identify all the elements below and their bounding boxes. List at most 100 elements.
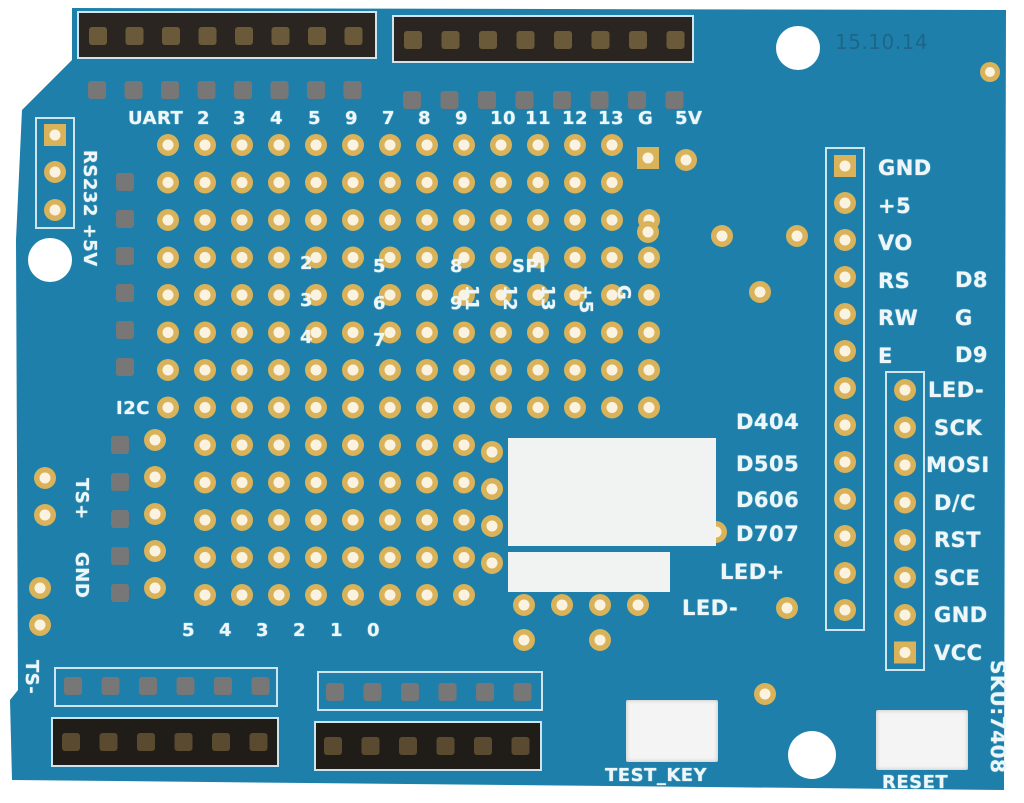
- header-pin: [197, 81, 216, 99]
- ts-minus-label: TS-: [21, 660, 42, 695]
- pad-hole: [236, 402, 248, 413]
- header-pin: [441, 31, 460, 49]
- header-pin: [249, 733, 268, 751]
- header-pin: [111, 436, 129, 454]
- pad-hole: [236, 214, 248, 226]
- pad-hole: [347, 289, 359, 301]
- pad-hole: [899, 384, 911, 396]
- pad-hole: [384, 402, 396, 413]
- header-pin: [307, 81, 325, 99]
- date-code: 15.10.14: [835, 30, 929, 54]
- pad-hole: [384, 289, 396, 301]
- pad-hole: [458, 252, 470, 263]
- lcd-pin-label: GND: [878, 156, 932, 180]
- pad-hole: [421, 139, 433, 151]
- pad-hole: [384, 252, 396, 263]
- header-pin: [162, 27, 180, 45]
- pad-hole: [384, 214, 396, 226]
- pad-hole: [643, 289, 655, 301]
- header-pin: [591, 31, 610, 49]
- pcb-outline: [10, 8, 1006, 790]
- pad-hole: [569, 364, 581, 376]
- pad-hole: [569, 139, 581, 151]
- pad-hole: [839, 419, 851, 431]
- pad-hole: [421, 552, 433, 563]
- sku-label: SKU:7408: [986, 660, 1010, 774]
- header-pin: [628, 91, 646, 109]
- pad-hole: [310, 439, 322, 451]
- spi-pin-label: +5: [575, 285, 596, 314]
- pad-hole: [49, 204, 61, 216]
- header-pin: [515, 91, 534, 109]
- pad-hole: [486, 520, 498, 532]
- pad-hole: [199, 364, 211, 376]
- reset-label: RESET: [882, 772, 949, 793]
- pad-hole: [384, 327, 396, 338]
- header-pin: [474, 737, 492, 755]
- pad-hole: [421, 439, 433, 451]
- pad-hole: [384, 177, 396, 188]
- reset-button[interactable]: [876, 710, 968, 770]
- top-pin-label: 3: [233, 108, 247, 129]
- pad-hole: [421, 402, 433, 413]
- pad-hole: [569, 252, 581, 263]
- header-pin: [554, 31, 572, 49]
- header-pin: [214, 677, 232, 695]
- header-pin: [111, 584, 129, 602]
- pad-hole: [310, 552, 322, 563]
- led-pin-label: D404: [736, 410, 800, 434]
- pad-hole: [236, 589, 248, 601]
- pad-hole: [495, 364, 507, 376]
- pad-hole: [458, 289, 470, 301]
- led-pin-label: LED-: [682, 596, 739, 620]
- pad-hole: [458, 364, 470, 376]
- header-pin: [101, 677, 120, 695]
- nokia-pin-label: RST: [934, 528, 982, 552]
- pad-hole: [495, 289, 507, 301]
- pad-hole: [486, 446, 498, 458]
- pad-hole: [754, 286, 766, 298]
- spi-pin-label: 13: [537, 285, 558, 312]
- header-pin: [513, 683, 532, 701]
- led-pin-label: D505: [736, 452, 800, 476]
- led-footprint-lower: [508, 552, 670, 592]
- top-pin-label: 4: [270, 108, 284, 129]
- pad-hole: [606, 177, 618, 188]
- pad-hole: [839, 345, 851, 357]
- header-pin: [476, 683, 494, 701]
- pad-hole: [569, 177, 581, 188]
- d-pin-label: D8: [955, 268, 989, 292]
- pad-hole: [518, 634, 530, 646]
- pad-hole: [347, 139, 359, 151]
- test-key-label: TEST_KEY: [605, 765, 708, 786]
- header-pin: [116, 210, 134, 228]
- header-pin: [344, 27, 363, 45]
- header-pin: [436, 737, 455, 755]
- pad-hole: [310, 477, 322, 488]
- top-pin-label: 7: [382, 108, 396, 129]
- header-pin: [99, 733, 118, 751]
- pad-hole: [759, 688, 771, 700]
- header-pin: [89, 27, 107, 45]
- top-pin-label: 9: [455, 108, 469, 129]
- pad-hole: [985, 67, 995, 77]
- header-pin: [479, 31, 497, 49]
- pad-hole: [310, 177, 322, 188]
- pad-hole: [716, 230, 728, 242]
- pad-hole: [273, 514, 285, 526]
- pad-hole: [532, 177, 544, 188]
- d-pin-label: D9: [955, 343, 989, 367]
- pad-hole: [643, 364, 655, 376]
- inner-pin-label: 2: [300, 253, 314, 274]
- test-key-button[interactable]: [626, 700, 718, 762]
- pad-hole: [162, 327, 174, 338]
- pad-hole: [199, 514, 211, 526]
- header-outline: [317, 671, 543, 711]
- pad-hole: [421, 477, 433, 488]
- pad-hole: [556, 599, 568, 611]
- pad-hole: [839, 160, 851, 172]
- pad-hole: [532, 139, 544, 151]
- pad-hole: [421, 364, 433, 376]
- spi-label: SPI: [512, 256, 547, 277]
- pad-hole: [384, 364, 396, 376]
